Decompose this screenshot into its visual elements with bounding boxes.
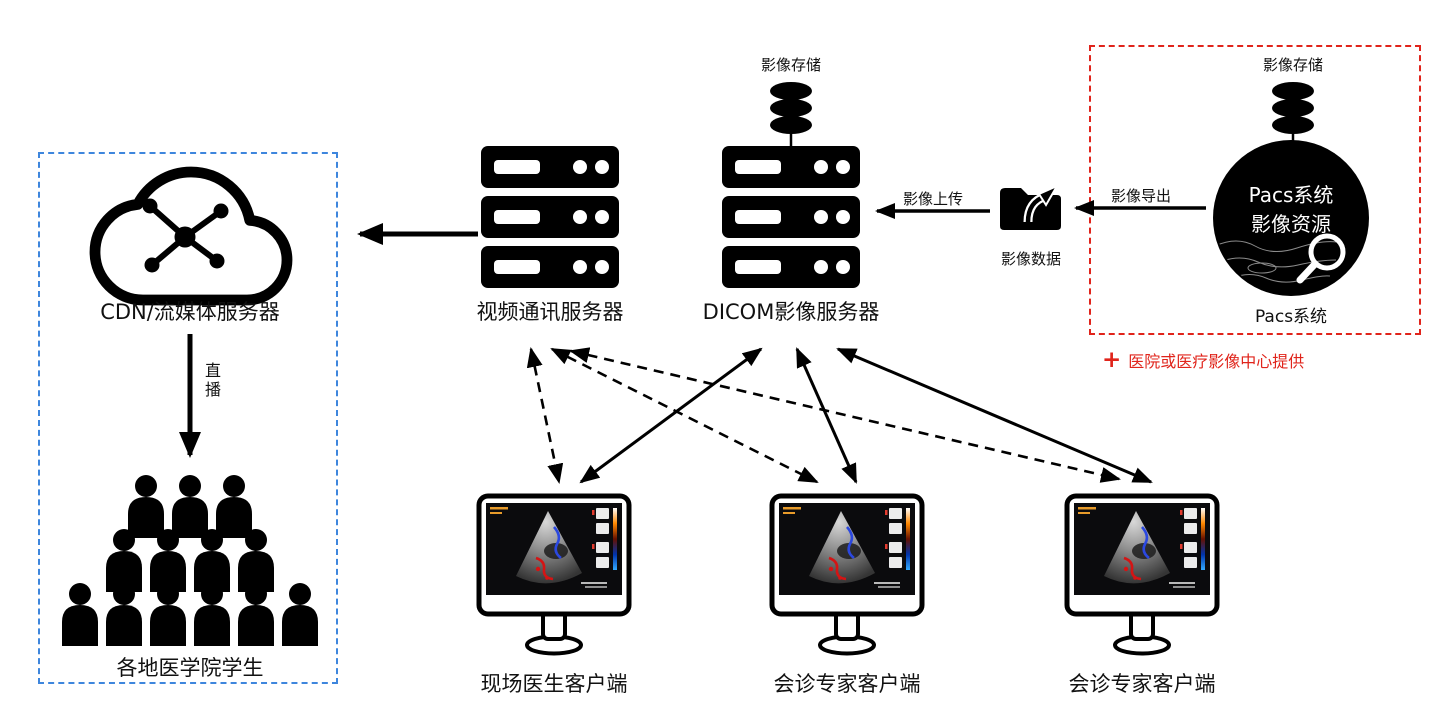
client2-monitor-icon xyxy=(772,496,922,654)
pacs-caption: Pacs系统 xyxy=(1254,307,1328,327)
provider-group-box xyxy=(1089,45,1421,335)
pacs-circle-line1: Pacs系统 xyxy=(1248,183,1334,207)
pacs-storage-label: 影像存储 xyxy=(1262,56,1324,74)
dicom-server-label: DICOM影像服务器 xyxy=(702,300,880,324)
dicom-client1-arrow xyxy=(579,347,763,484)
pacs-circle-text: Pacs系统 影像资源 xyxy=(1249,181,1334,239)
pacs-circle-line2: 影像资源 xyxy=(1251,212,1331,236)
export-label: 影像导出 xyxy=(1110,187,1172,205)
students-label: 各地医学院学生 xyxy=(116,656,264,680)
video-client3-arrow xyxy=(569,347,1121,483)
dicom-server-icon xyxy=(722,146,860,288)
cdn-server-label: CDN/流媒体服务器 xyxy=(100,300,280,324)
client1-monitor-icon xyxy=(479,496,629,654)
live-stream-label: 直播 xyxy=(202,362,221,400)
dicom-client2-arrow xyxy=(795,347,858,484)
folder-export-icon xyxy=(1000,183,1061,230)
plus-icon: + xyxy=(1102,346,1122,373)
video-client1-arrow xyxy=(526,347,564,484)
provider-note: + 医院或医疗影像中心提供 xyxy=(1102,348,1304,372)
client3-monitor-icon xyxy=(1067,496,1217,654)
video-server-label: 视频通讯服务器 xyxy=(476,300,624,324)
video-server-icon xyxy=(481,146,619,288)
folder-label: 影像数据 xyxy=(1000,250,1062,268)
client3-label: 会诊专家客户端 xyxy=(1068,672,1216,696)
client1-label: 现场医生客户端 xyxy=(480,672,628,696)
video-client2-arrow xyxy=(550,347,819,484)
provider-note-text: 医院或医疗影像中心提供 xyxy=(1128,352,1305,371)
dicom-storage-icon xyxy=(770,82,812,134)
dicom-storage-label: 影像存储 xyxy=(760,56,822,74)
upload-label: 影像上传 xyxy=(902,190,964,208)
audience-group-box xyxy=(38,152,338,684)
client2-label: 会诊专家客户端 xyxy=(773,672,921,696)
